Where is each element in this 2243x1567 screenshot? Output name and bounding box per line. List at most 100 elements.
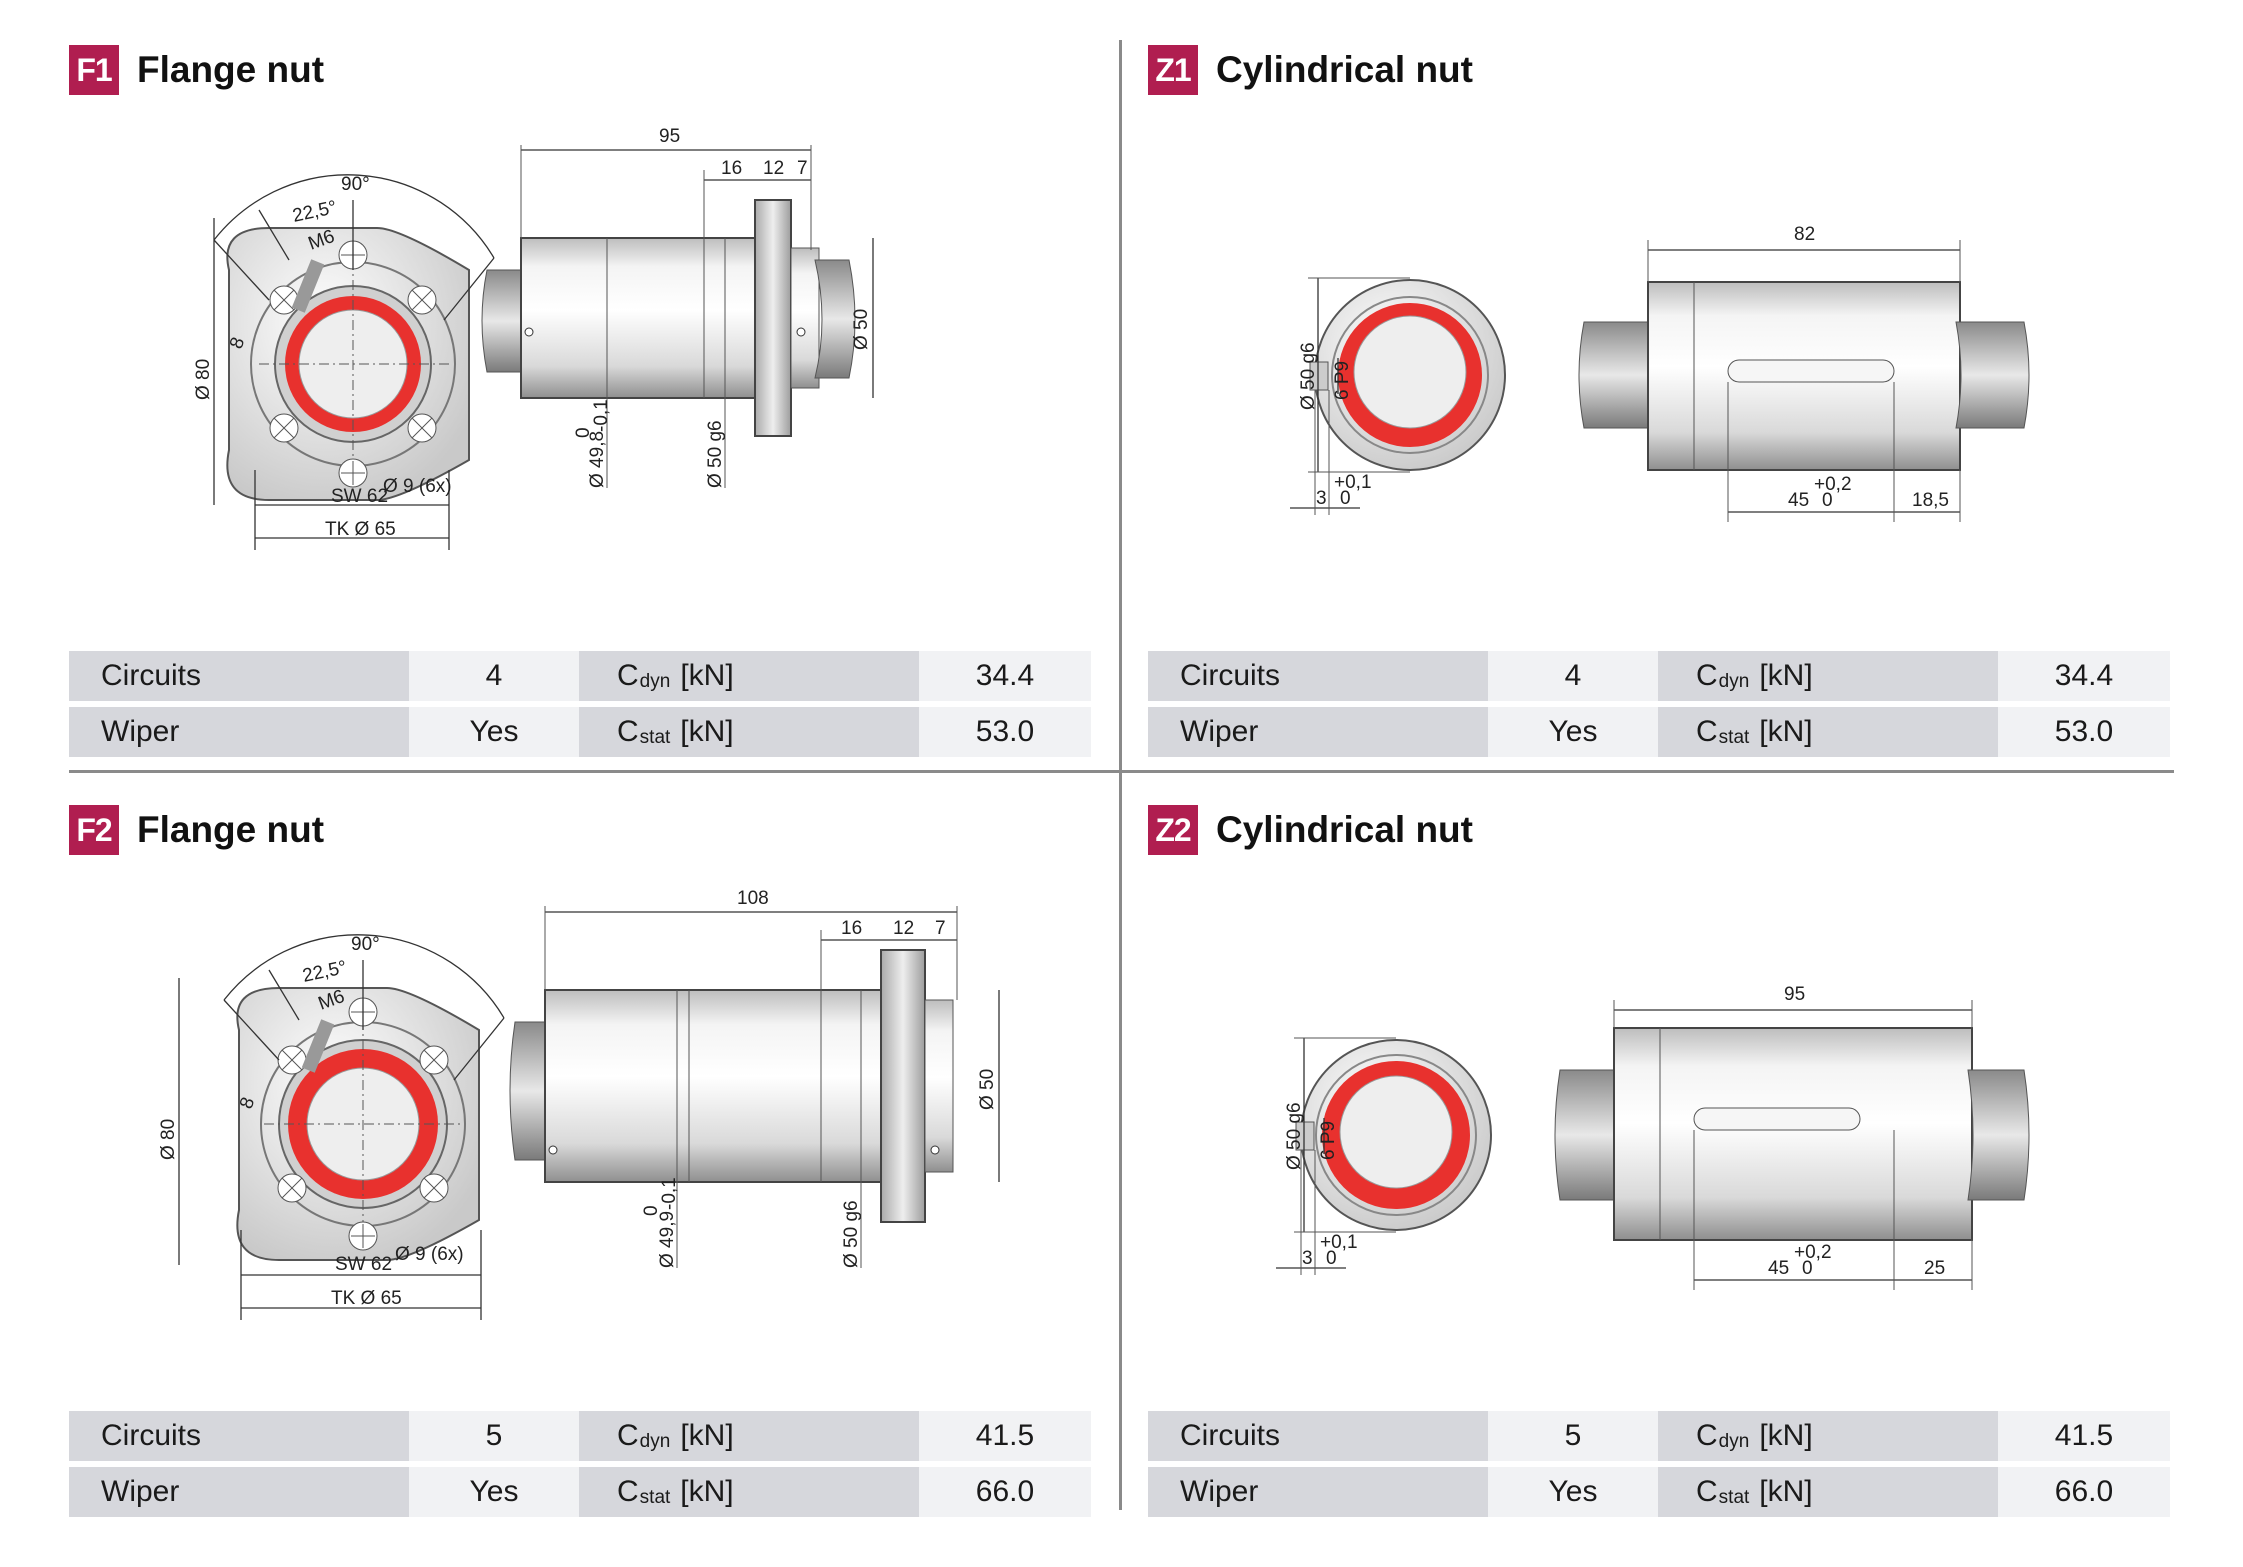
panel-title: Flange nut bbox=[137, 809, 325, 850]
wiper-label: Wiper bbox=[1148, 1467, 1488, 1517]
dim-hole: Ø 9 (6x) bbox=[395, 1244, 464, 1265]
screw-left bbox=[1578, 321, 1653, 429]
cdyn-label: Cdyn[kN] bbox=[579, 651, 919, 701]
dim-d50g6: Ø 50 g6 bbox=[1284, 1102, 1305, 1170]
dim-angle-22: 22,5° bbox=[291, 197, 339, 227]
spec-row-wiper: Wiper Yes Cstat[kN] 53.0 bbox=[69, 707, 1091, 757]
front-view: 90° 22,5° M6 8 Ø 80 Ø 9 (6x) SW 62 TK Ø … bbox=[193, 174, 495, 550]
dim-angle-90: 90° bbox=[341, 174, 370, 195]
wiper-end bbox=[790, 247, 820, 389]
variant-badge: Z1 bbox=[1148, 45, 1198, 95]
cylindrical-nut-drawing: Ø 50 g6 6 P9 3 +0,1 0 95 bbox=[1148, 870, 2170, 1420]
dim-length-12: 12 bbox=[763, 158, 784, 179]
cstat-value: 53.0 bbox=[919, 707, 1091, 757]
dim-tk: TK Ø 65 bbox=[325, 519, 396, 540]
circuits-label: Circuits bbox=[1148, 1411, 1488, 1461]
screw-right bbox=[814, 259, 856, 379]
screw-left bbox=[481, 269, 526, 373]
dim-tol3-top: +0,1 bbox=[1320, 1232, 1358, 1253]
dim-hole: Ø 9 (6x) bbox=[383, 476, 452, 497]
side-view: 95 16 12 7 Ø 50 Ø 49,8 0 -0,1 Ø 50 g6 bbox=[481, 126, 874, 488]
nut-body bbox=[1613, 1027, 1973, 1241]
keyway bbox=[1295, 1121, 1315, 1151]
panel-title: Cylindrical nut bbox=[1216, 49, 1473, 90]
dim-length-16: 16 bbox=[721, 158, 742, 179]
key-slot bbox=[1693, 1107, 1861, 1131]
spec-row-circuits: Circuits 5 Cdyn[kN] 41.5 bbox=[69, 1411, 1091, 1461]
side-view: 108 16 12 7 Ø 50 Ø 49,9 0 -0,1 Ø 50 g6 bbox=[509, 888, 1000, 1268]
spec-table: Circuits 5 Cdyn[kN] 41.5 Wiper Yes Cstat… bbox=[1148, 1405, 2170, 1523]
panel-title: Cylindrical nut bbox=[1216, 809, 1473, 850]
panel-title: Flange nut bbox=[137, 49, 325, 90]
screw-right bbox=[1955, 321, 2030, 429]
spec-row-wiper: Wiper Yes Cstat[kN] 66.0 bbox=[1148, 1467, 2170, 1517]
keyway bbox=[1309, 361, 1329, 391]
wiper-value: Yes bbox=[409, 1467, 579, 1517]
technical-drawing: 90° 22,5° M6 8 Ø 80 Ø 9 (6x) SW 62 TK Ø … bbox=[158, 888, 1000, 1320]
cstat-label: Cstat[kN] bbox=[579, 1467, 919, 1517]
cdyn-value: 34.4 bbox=[1998, 651, 2170, 701]
flange-nut-drawing: 90° 22,5° M6 8 Ø 80 Ø 9 (6x) SW 62 TK Ø … bbox=[69, 110, 1091, 660]
bore bbox=[1339, 1075, 1453, 1189]
cstat-label: Cstat[kN] bbox=[1658, 707, 1998, 757]
dim-tol3-bot: 0 bbox=[1340, 488, 1351, 509]
dim-p9: 6 P9 bbox=[1332, 361, 1353, 400]
dim-length-7: 7 bbox=[935, 918, 946, 939]
wiper-value: Yes bbox=[1488, 707, 1658, 757]
panel-f1: F1 Flange nut bbox=[69, 40, 1091, 770]
wiper-value: Yes bbox=[409, 707, 579, 757]
cdyn-label: Cdyn[kN] bbox=[579, 1411, 919, 1461]
screw-left bbox=[509, 1021, 550, 1161]
dim-tol45-top: +0,2 bbox=[1794, 1242, 1832, 1263]
wiper-label: Wiper bbox=[69, 1467, 409, 1517]
cdyn-label: Cdyn[kN] bbox=[1658, 1411, 1998, 1461]
spec-row-wiper: Wiper Yes Cstat[kN] 66.0 bbox=[69, 1467, 1091, 1517]
spec-row-circuits: Circuits 4 Cdyn[kN] 34.4 bbox=[1148, 651, 2170, 701]
cstat-label: Cstat[kN] bbox=[1658, 1467, 1998, 1517]
technical-drawing: Ø 50 g6 6 P9 3 +0,1 0 82 bbox=[1290, 224, 2030, 522]
spec-table: Circuits 4 Cdyn[kN] 34.4 Wiper Yes Cstat… bbox=[69, 645, 1091, 763]
dim-length-7: 7 bbox=[797, 158, 808, 179]
circuits-value: 4 bbox=[409, 651, 579, 701]
cstat-value: 66.0 bbox=[1998, 1467, 2170, 1517]
front-view: 90° 22,5° M6 8 Ø 80 Ø 9 (6x) SW 62 TK Ø … bbox=[158, 934, 505, 1320]
dim-d50g6: Ø 50 g6 bbox=[841, 1200, 862, 1268]
panel-header: F2 Flange nut bbox=[69, 805, 324, 855]
cdyn-label: Cdyn[kN] bbox=[1658, 651, 1998, 701]
panel-header: F1 Flange nut bbox=[69, 45, 324, 95]
dim-3: 3 bbox=[1302, 1248, 1313, 1269]
key-slot bbox=[1727, 359, 1895, 383]
screw-left bbox=[1554, 1069, 1619, 1201]
dim-d50: Ø 50 bbox=[851, 309, 872, 350]
variant-badge: F1 bbox=[69, 45, 119, 95]
dim-length-total: 95 bbox=[659, 126, 680, 147]
dim-d50g6: Ø 50 g6 bbox=[705, 420, 726, 488]
dim-tol-49-bot: -0,1 bbox=[591, 399, 612, 432]
flange bbox=[754, 199, 792, 437]
dim-tol45-bot: 0 bbox=[1802, 1258, 1813, 1279]
cdyn-value: 34.4 bbox=[919, 651, 1091, 701]
variant-badge: F2 bbox=[69, 805, 119, 855]
dim-tol3-bot: 0 bbox=[1326, 1248, 1337, 1269]
dim-tol-49-top: 0 bbox=[641, 1205, 662, 1216]
dim-tk: TK Ø 65 bbox=[331, 1288, 402, 1309]
dim-tol-49-bot: -0,1 bbox=[659, 1177, 680, 1210]
dim-length-total: 95 bbox=[1784, 984, 1805, 1005]
circuits-label: Circuits bbox=[69, 1411, 409, 1461]
dim-d49: Ø 49,8 bbox=[587, 431, 608, 488]
side-view: 82 45 +0,2 0 18,5 bbox=[1578, 224, 2030, 522]
wiper-label: Wiper bbox=[69, 707, 409, 757]
nut-body bbox=[1647, 281, 1961, 471]
wiper-label: Wiper bbox=[1148, 707, 1488, 757]
variant-badge: Z2 bbox=[1148, 805, 1198, 855]
dim-angle-90: 90° bbox=[351, 934, 380, 955]
dim-d80: Ø 80 bbox=[193, 359, 214, 400]
dim-25: 25 bbox=[1924, 1258, 1945, 1279]
bore bbox=[1353, 315, 1467, 429]
vertical-divider bbox=[1119, 40, 1122, 1510]
dim-sw: SW 62 bbox=[335, 1254, 392, 1275]
wiper-value: Yes bbox=[1488, 1467, 1658, 1517]
cstat-label: Cstat[kN] bbox=[579, 707, 919, 757]
panel-header: Z1 Cylindrical nut bbox=[1148, 45, 1473, 95]
dim-d50: Ø 50 bbox=[977, 1069, 998, 1110]
